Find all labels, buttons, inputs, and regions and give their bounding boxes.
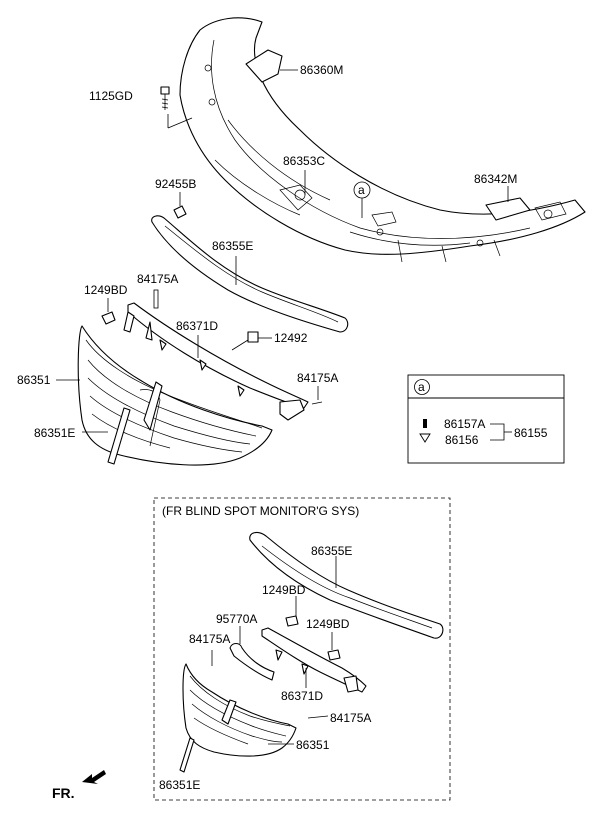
fr-arrow-icon bbox=[82, 770, 106, 784]
inset-blind-spot-monitor: (FR BLIND SPOT MONITOR'G SYS) 86355E 124… bbox=[153, 497, 451, 801]
label-84175a-right: 84175A bbox=[297, 371, 338, 385]
label-86342m: 86342M bbox=[474, 172, 517, 186]
strip-86351e bbox=[107, 407, 131, 465]
label-86155: 86155 bbox=[514, 426, 548, 440]
label-86157a: 86157A bbox=[444, 417, 485, 431]
inset-label-95770a: 95770A bbox=[216, 612, 257, 626]
bolt-1125gd bbox=[160, 86, 170, 110]
label-86371d-upper: 86371D bbox=[176, 319, 218, 333]
inset-label-84175a-1: 84175A bbox=[189, 632, 230, 646]
label-86353c: 86353C bbox=[283, 154, 325, 168]
screw-12492 bbox=[231, 331, 259, 351]
fastener-86156-icon bbox=[419, 433, 431, 443]
inset-label-86351: 86351 bbox=[296, 738, 330, 752]
label-86360m: 86360M bbox=[300, 63, 343, 77]
fastener-86157a-icon bbox=[423, 419, 427, 428]
pin-84175a bbox=[153, 289, 159, 309]
label-12492: 12492 bbox=[274, 331, 308, 345]
front-direction-indicator: FR. bbox=[52, 770, 106, 801]
svg-text:a: a bbox=[358, 183, 365, 197]
callout-box-marker: a bbox=[418, 380, 425, 394]
fr-label: FR. bbox=[52, 785, 75, 801]
label-84175a-upper: 84175A bbox=[137, 272, 178, 286]
cover-86342m bbox=[485, 197, 531, 221]
inset-label-86355e: 86355E bbox=[311, 544, 352, 558]
label-92455b: 92455B bbox=[155, 177, 196, 191]
label-1249bd-upper: 1249BD bbox=[84, 283, 128, 297]
bracket-86371d bbox=[123, 302, 309, 421]
label-86351-upper: 86351 bbox=[17, 373, 51, 387]
inset-label-86371d: 86371D bbox=[281, 689, 323, 703]
grille-86351 bbox=[77, 325, 273, 466]
radiator-support-panel bbox=[179, 17, 586, 263]
callout-a-box: a 86157A 86156 86155 bbox=[407, 374, 565, 464]
inset-label-86351e: 86351E bbox=[159, 778, 200, 792]
cover-86360m bbox=[245, 49, 283, 83]
inset-molding-86355e bbox=[249, 531, 444, 639]
label-86351e-upper: 86351E bbox=[34, 426, 75, 440]
molding-86355e bbox=[151, 215, 349, 333]
label-86355e: 86355E bbox=[212, 239, 253, 253]
inset-label-1249bd-1: 1249BD bbox=[262, 583, 306, 597]
clip-92455b bbox=[173, 205, 187, 219]
screw-1249bd bbox=[101, 311, 116, 325]
label-86156: 86156 bbox=[445, 433, 479, 447]
inset-title: (FR BLIND SPOT MONITOR'G SYS) bbox=[162, 504, 359, 518]
inset-label-1249bd-2: 1249BD bbox=[306, 617, 350, 631]
label-1125gd: 1125GD bbox=[89, 89, 133, 103]
inset-label-84175a-2: 84175A bbox=[330, 711, 371, 725]
